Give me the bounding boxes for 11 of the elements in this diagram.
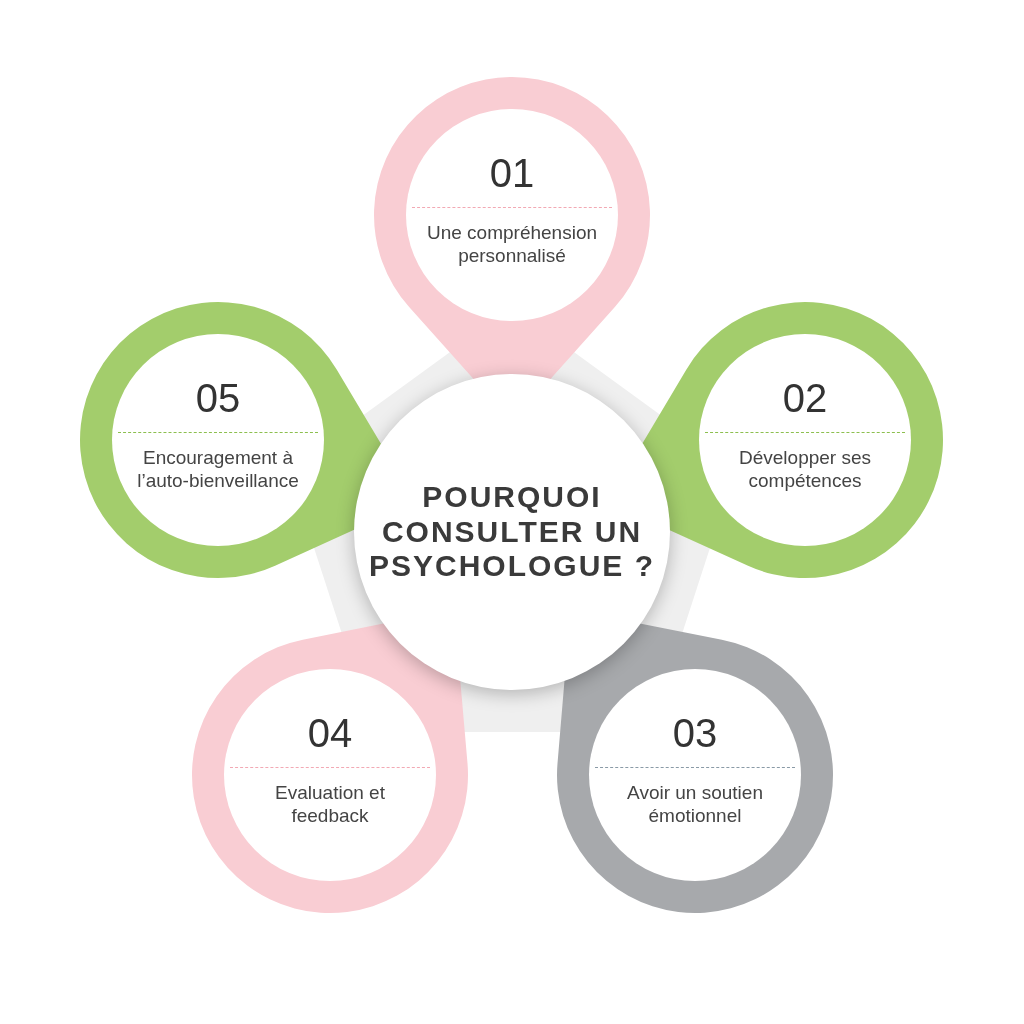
central-question: POURQUOI CONSULTER UN PSYCHOLOGUE ? (368, 480, 656, 584)
step-description: Avoir un soutien émotionnel (626, 782, 764, 828)
step-description: Une compréhension personnalisé (425, 222, 598, 268)
step-description: Encouragement à l’auto-bienveillance (136, 447, 300, 493)
step-description: Evaluation et feedback (274, 782, 386, 828)
step-description: Développer ses compétences (738, 447, 872, 493)
step-number: 05 (195, 378, 241, 418)
step-number: 03 (672, 713, 718, 753)
step-number: 01 (489, 153, 535, 193)
step-number: 02 (782, 378, 828, 418)
step-number: 04 (307, 713, 353, 753)
